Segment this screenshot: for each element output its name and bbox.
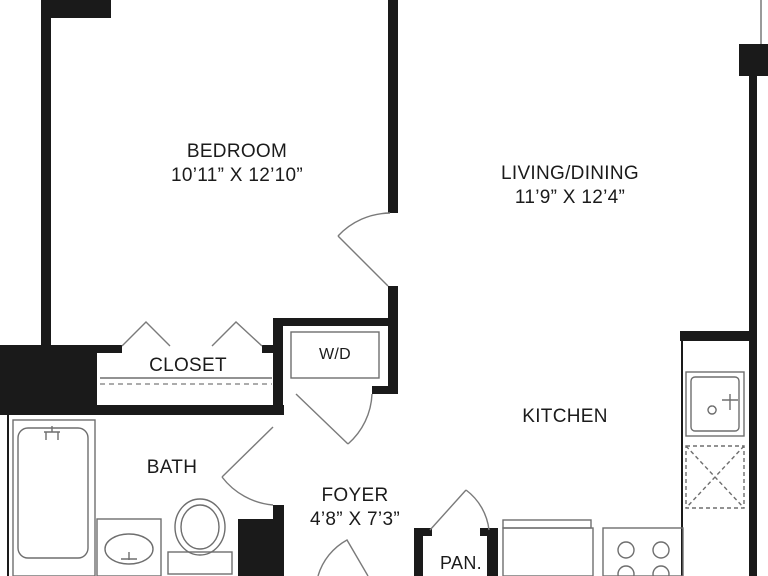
bath-door-leaf <box>221 426 274 478</box>
right-exterior-wall <box>749 72 757 576</box>
bathtub-basin <box>17 427 89 559</box>
bedroom-label: BEDROOM 10’11” X 12’10” <box>137 140 337 188</box>
closet-top-wall-right <box>262 345 276 353</box>
bathtub <box>12 419 96 576</box>
dishwasher-x2 <box>685 445 745 509</box>
pantry-left-wall <box>414 528 423 576</box>
pantry-right-wall <box>487 528 498 576</box>
foyer-label: FOYER 4’8” X 7’3” <box>280 484 430 532</box>
living-dining-dimensions: 11’9” X 12’4” <box>514 187 626 208</box>
wd-left-wall <box>273 318 283 415</box>
bedroom-top-wall <box>41 0 111 18</box>
pantry-door-leaf <box>429 489 467 531</box>
bath-right-wall <box>273 505 284 525</box>
thin-lines <box>7 0 762 576</box>
living-dining-name: LIVING/DINING <box>501 163 639 184</box>
wd-label: W/D <box>295 343 375 367</box>
fixtures <box>12 331 745 576</box>
wd-bottom-wall-right <box>372 386 398 394</box>
washer-dryer-unit <box>290 331 380 379</box>
bedroom-door-leaf <box>337 235 389 287</box>
range <box>602 527 684 576</box>
pantry-name: PAN. <box>440 553 482 573</box>
doors <box>121 212 490 576</box>
bedroom-dimensions: 10’11” X 12’10” <box>171 165 303 186</box>
pantry-left-stub <box>414 528 432 536</box>
closet-bifold-left <box>121 321 171 347</box>
toilet-tank <box>167 551 233 575</box>
pantry-right-stub <box>480 528 498 536</box>
sink-basin <box>104 533 154 565</box>
column-left <box>0 345 97 415</box>
bath-column <box>238 519 284 576</box>
wd-name: W/D <box>318 346 351 363</box>
closet-top-wall <box>97 345 122 353</box>
kitchen-name: KITCHEN <box>522 406 608 427</box>
foyer-dimensions: 4’8” X 7’3” <box>310 509 400 530</box>
entry-door-swing <box>317 539 369 576</box>
pantry-label: PAN. <box>425 551 497 575</box>
vanity <box>96 518 162 576</box>
bedroom-door-swing <box>337 212 391 237</box>
pantry-door-swing <box>465 489 490 531</box>
bath-door-swing <box>221 476 274 506</box>
right-column <box>739 44 768 76</box>
wd-top-wall <box>273 318 398 326</box>
bath-label: BATH <box>122 456 222 480</box>
kitchen-sink-basin <box>690 376 740 432</box>
closet-name: CLOSET <box>149 355 227 376</box>
refrigerator <box>502 527 594 576</box>
kitchen-counter-sink <box>685 371 745 437</box>
bedroom-left-wall <box>41 0 51 350</box>
toilet-seat <box>180 504 220 550</box>
closet-bifold-right <box>211 321 263 347</box>
kitchen-faucet <box>707 394 738 415</box>
living-dining-label: LIVING/DINING 11’9” X 12’4” <box>470 162 670 210</box>
closet-label: CLOSET <box>128 354 248 378</box>
toilet-bowl <box>174 498 226 556</box>
wd-right-wall <box>388 318 398 394</box>
burner-2 <box>652 541 670 559</box>
dishwasher <box>685 445 745 509</box>
kitchen-top-wall <box>680 331 757 341</box>
bedroom-name: BEDROOM <box>186 141 288 162</box>
closet-bottom-wall <box>8 405 284 415</box>
sink-faucet <box>121 552 137 560</box>
burner-1 <box>617 541 635 559</box>
bath-name: BATH <box>146 457 198 478</box>
burner-3 <box>617 565 635 576</box>
foyer-name: FOYER <box>321 485 389 506</box>
burner-4 <box>652 565 670 576</box>
refrigerator-top <box>502 519 592 529</box>
bedroom-right-wall-upper <box>388 0 398 213</box>
bathtub-faucet <box>44 426 60 440</box>
wd-door-swing <box>347 393 373 445</box>
kitchen-label: KITCHEN <box>495 405 635 429</box>
wd-door-leaf <box>295 393 349 445</box>
